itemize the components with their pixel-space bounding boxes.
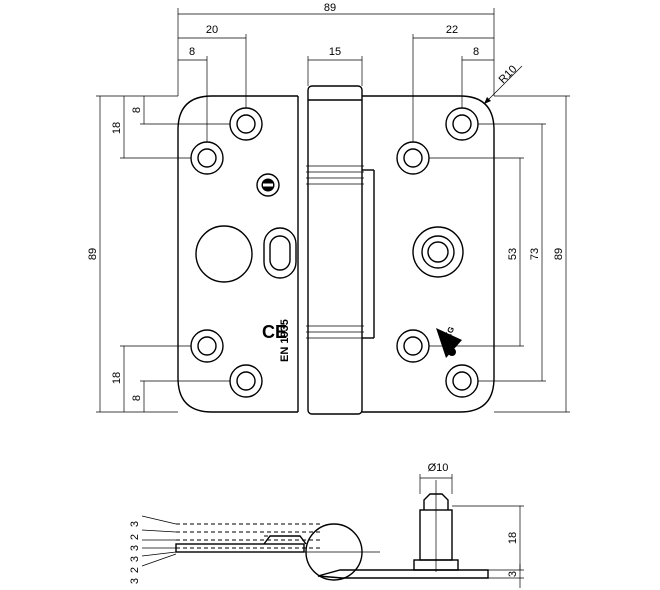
screw-hole-left-top	[229, 107, 263, 141]
dim-hole-offset-20: 20	[206, 24, 218, 36]
hinge-front-view: CE EN 1935 SKG	[177, 85, 495, 415]
svg-text:3: 3	[129, 545, 141, 551]
dim-left-bottom-18: 18	[111, 372, 123, 384]
knuckle	[306, 85, 375, 415]
dim-right-53: 53	[507, 248, 519, 260]
screw-hole-left-upper	[190, 141, 224, 175]
standard-marking: EN 1935	[279, 319, 291, 362]
dim-right-89: 89	[553, 248, 565, 260]
svg-text:CE: CE	[262, 322, 287, 342]
svg-text:2: 2	[129, 534, 141, 540]
slot-hole	[263, 227, 297, 279]
svg-text:3: 3	[129, 521, 141, 527]
screw-hole-left-lower	[190, 329, 224, 363]
side-offset-labels: 3 2 3 3 2 3	[129, 515, 177, 584]
right-dimensions: 53 73 89	[429, 95, 570, 413]
dim-left-edge-8: 8	[189, 46, 195, 58]
dim-pin-height-18: 18	[507, 532, 519, 544]
ce-marking: CE	[262, 322, 287, 342]
dim-total-width: 89	[324, 2, 336, 14]
left-leaf-outline	[177, 95, 298, 413]
dim-right-73: 73	[529, 248, 541, 260]
dim-leaf-thickness: 3	[507, 571, 519, 577]
dim-knuckle-15: 15	[329, 46, 341, 58]
svg-text:3: 3	[129, 578, 141, 584]
dim-left-top-18: 18	[111, 122, 123, 134]
screw-hole-right-top	[445, 107, 479, 141]
screw-hole-left-bottom	[229, 364, 263, 398]
hinge-side-view: Ø10 18 3 3 2 3 3 2 3	[129, 462, 524, 588]
svg-text:3: 3	[129, 556, 141, 562]
lock-symbol-icon	[256, 173, 280, 197]
skg-mark-icon: SKG	[436, 325, 462, 358]
dim-corner-radius: R10	[497, 63, 520, 86]
right-leaf-outline	[362, 95, 495, 413]
dim-pin-diameter: Ø10	[428, 462, 449, 474]
screw-hole-right-lower	[396, 329, 430, 363]
dim-right-edge-8: 8	[473, 46, 479, 58]
dim-left-top-8: 8	[131, 107, 143, 113]
adjustment-pin	[413, 480, 459, 572]
dim-left-bottom-8: 8	[131, 395, 143, 401]
dim-left-height-89: 89	[87, 248, 99, 260]
left-dimensions: 89 18 8 18 8	[87, 95, 230, 413]
large-round-hole	[195, 225, 253, 283]
screw-hole-right-upper	[396, 141, 430, 175]
svg-text:2: 2	[129, 567, 141, 573]
adjustment-hole	[412, 226, 464, 278]
screw-hole-right-bottom	[445, 364, 479, 398]
dim-right-22: 22	[446, 24, 458, 36]
